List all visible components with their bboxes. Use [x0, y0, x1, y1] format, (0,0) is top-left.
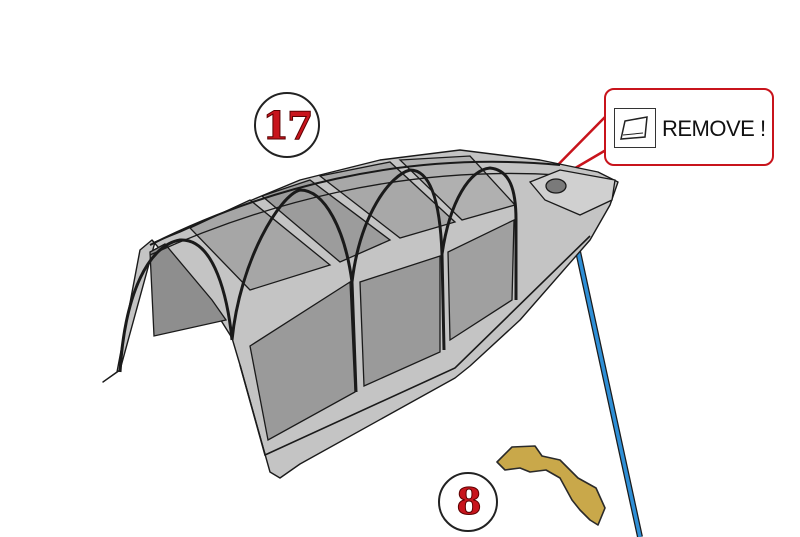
step-number: 8	[456, 481, 482, 524]
remove-callout: REMOVE !	[604, 88, 774, 166]
step-number: 17	[262, 102, 314, 148]
step-number-badge-17: 17	[254, 92, 320, 158]
step-number-badge-8: 8	[438, 472, 498, 532]
windshield-film-icon	[614, 108, 656, 148]
part-8-bracket	[496, 445, 606, 526]
canopy-part-17	[102, 149, 619, 479]
remove-label: REMOVE !	[662, 116, 766, 141]
